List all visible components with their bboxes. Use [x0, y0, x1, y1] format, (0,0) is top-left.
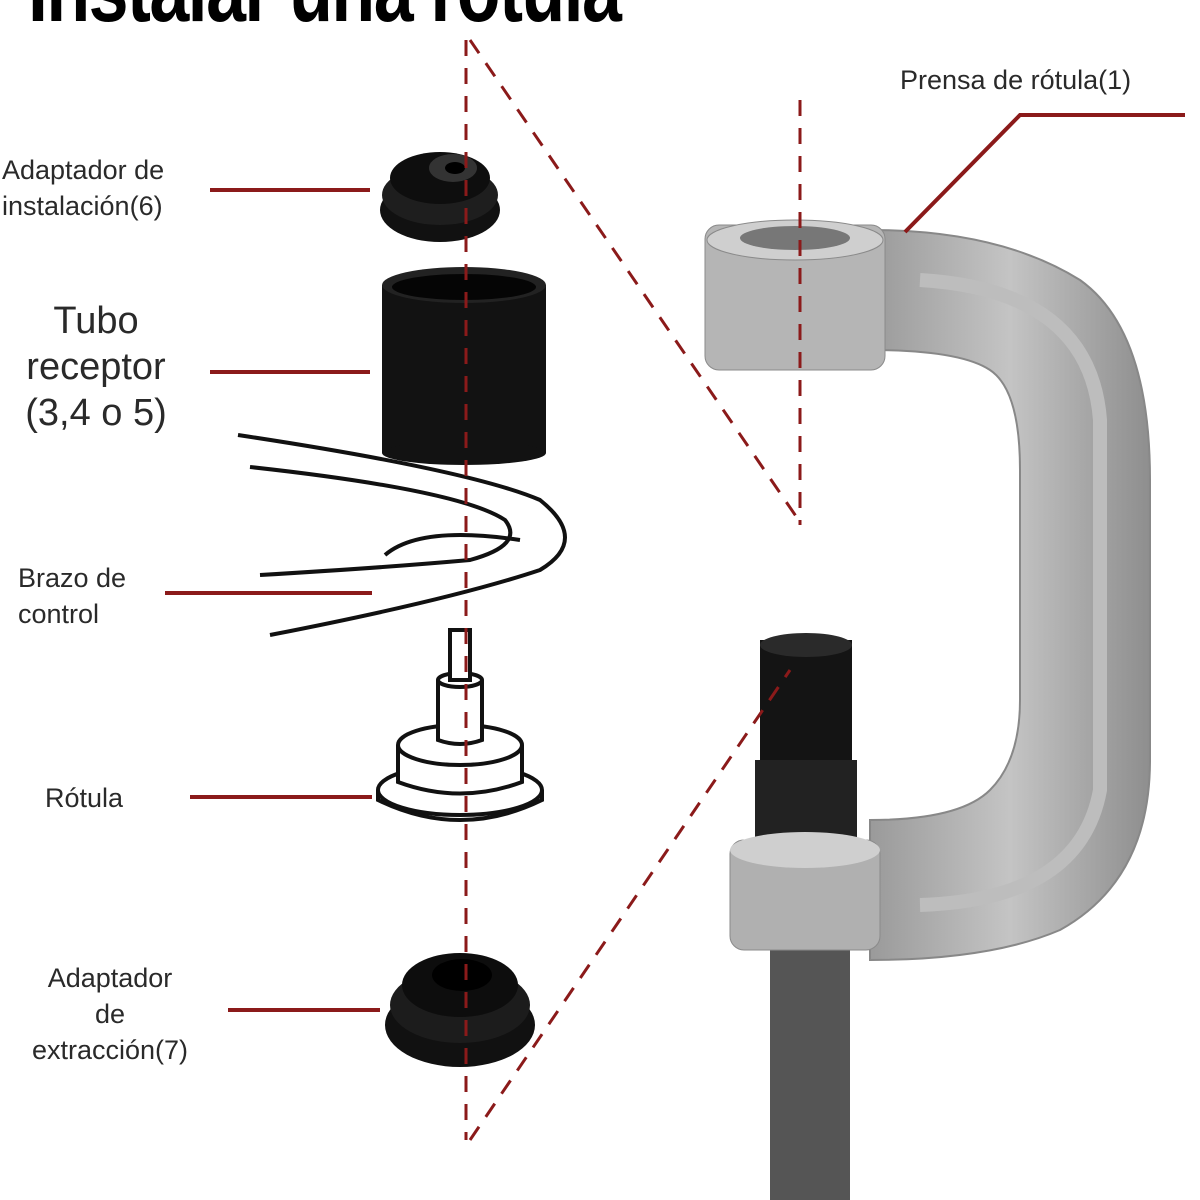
label-installation-adapter: Adaptador de instalación(6)	[2, 155, 165, 221]
dashed-guides	[464, 39, 804, 1141]
receiver-tube	[382, 267, 546, 465]
label-receiver-tube: Tubo receptor (3,4 o 5)	[25, 300, 167, 434]
ball-joint	[376, 628, 544, 822]
leader-lines	[165, 113, 1185, 1012]
removal-adapter	[385, 953, 535, 1067]
screw-threads	[755, 760, 857, 1200]
diagram-title: Instalar una rótula	[28, 0, 622, 43]
control-arm	[237, 433, 567, 637]
label-press: Prensa de rótula(1)	[900, 65, 1132, 95]
label-control-arm: Brazo de control	[18, 563, 127, 629]
label-ball-joint: Rótula	[45, 783, 124, 813]
installation-adapter	[380, 152, 500, 242]
label-removal-adapter: Adaptador de extracción(7)	[31, 963, 189, 1065]
c-clamp-press	[704, 219, 1151, 1200]
